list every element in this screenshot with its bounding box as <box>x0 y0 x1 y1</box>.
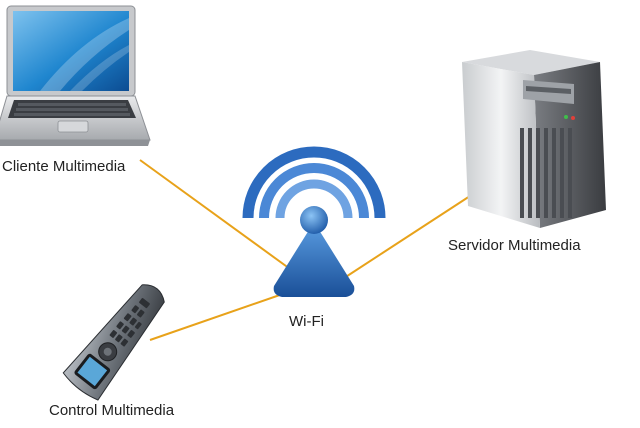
laptop-icon <box>0 5 151 146</box>
server-label: Servidor Multimedia <box>448 237 581 254</box>
wifi-access-point-icon <box>242 146 386 297</box>
client-label: Cliente Multimedia <box>2 158 126 175</box>
connections <box>139 159 471 341</box>
remote-label: Control Multimedia <box>49 402 175 419</box>
link-server-wifi <box>337 195 471 283</box>
wifi-label: Wi-Fi <box>289 313 324 330</box>
server-tower-icon <box>462 50 606 228</box>
link-client-wifi <box>139 159 309 283</box>
remote-control-icon <box>62 284 165 401</box>
link-remote-wifi <box>149 287 301 341</box>
